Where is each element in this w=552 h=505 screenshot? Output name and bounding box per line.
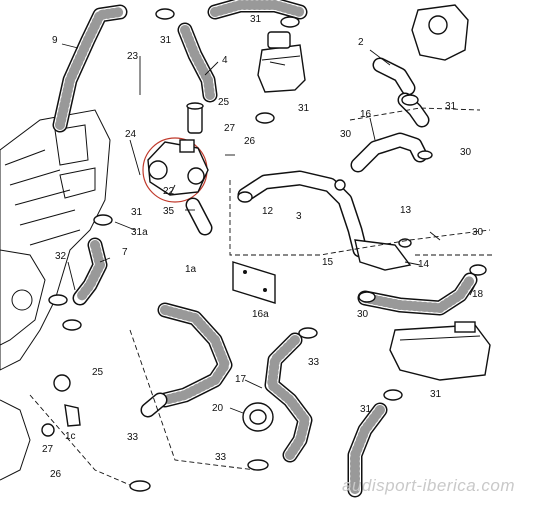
label-1c: 1c [65,431,76,442]
hose-9 [52,4,128,133]
label-31-mid: 31 [298,103,310,114]
label-22: 22 [163,186,175,197]
hose-18 [357,272,478,316]
dashed-lines [29,107,495,486]
label-27-top: 27 [224,123,236,134]
label-32: 32 [55,251,67,262]
watermark: audisport-iberica.com [342,476,516,495]
label-33-bottomleft: 33 [127,432,139,443]
label-31-left: 31 [131,207,143,218]
label-31-right: 31 [445,101,457,112]
label-24: 24 [125,129,137,140]
label-31-top: 31 [250,14,262,25]
hose-35 [185,197,213,236]
label-16a: 16a [252,309,269,320]
label-16: 16 [360,109,372,120]
hose-4 [177,22,218,103]
label-4: 4 [222,55,228,66]
label-31-lower: 31 [430,389,442,400]
label-31-bottomright: 31 [360,404,372,415]
label-27-bottom: 27 [42,444,54,455]
label-26-top: 26 [244,136,256,147]
label-9: 9 [52,35,58,46]
label-1a: 1a [185,264,197,275]
sensor-parts [41,374,168,437]
label-31a: 31a [131,227,148,238]
clamps [48,8,487,492]
hose-bottom-right [347,402,388,498]
pipe-assembly [237,132,428,271]
label-14: 14 [418,259,430,270]
label-18: 18 [472,289,484,300]
label-20: 20 [212,403,224,414]
label-25-bottom: 25 [92,367,104,378]
engine-block [0,109,111,481]
hose-top [207,0,308,20]
gasket-16a [232,261,276,304]
label-35: 35 [163,206,175,217]
pipe-25 [186,102,204,134]
coolant-reservoir [389,321,491,381]
label-30-b: 30 [460,147,472,158]
label-31-topleft: 31 [160,35,172,46]
label-25-top: 25 [218,97,230,108]
thermostat-housing [142,137,209,203]
label-30-d: 30 [357,309,369,320]
label-3: 3 [296,211,302,222]
label-13: 13 [400,205,412,216]
label-15: 15 [322,257,334,268]
label-30-a: 30 [340,129,352,140]
label-12: 12 [262,206,274,217]
leader-lines [61,43,476,414]
label-30-c: 30 [472,227,484,238]
part-20 [242,402,274,432]
label-33-bottom: 33 [215,452,227,463]
hose-17 [264,332,313,463]
label-26-bottom: 26 [50,469,62,480]
label-7: 7 [122,247,128,258]
label-17: 17 [235,374,247,385]
label-33-mid: 33 [308,357,320,368]
hose-1a [157,302,233,408]
hose-7 [72,237,108,306]
label-2: 2 [358,37,364,48]
label-23: 23 [127,51,139,62]
expansion-tank [257,31,306,93]
